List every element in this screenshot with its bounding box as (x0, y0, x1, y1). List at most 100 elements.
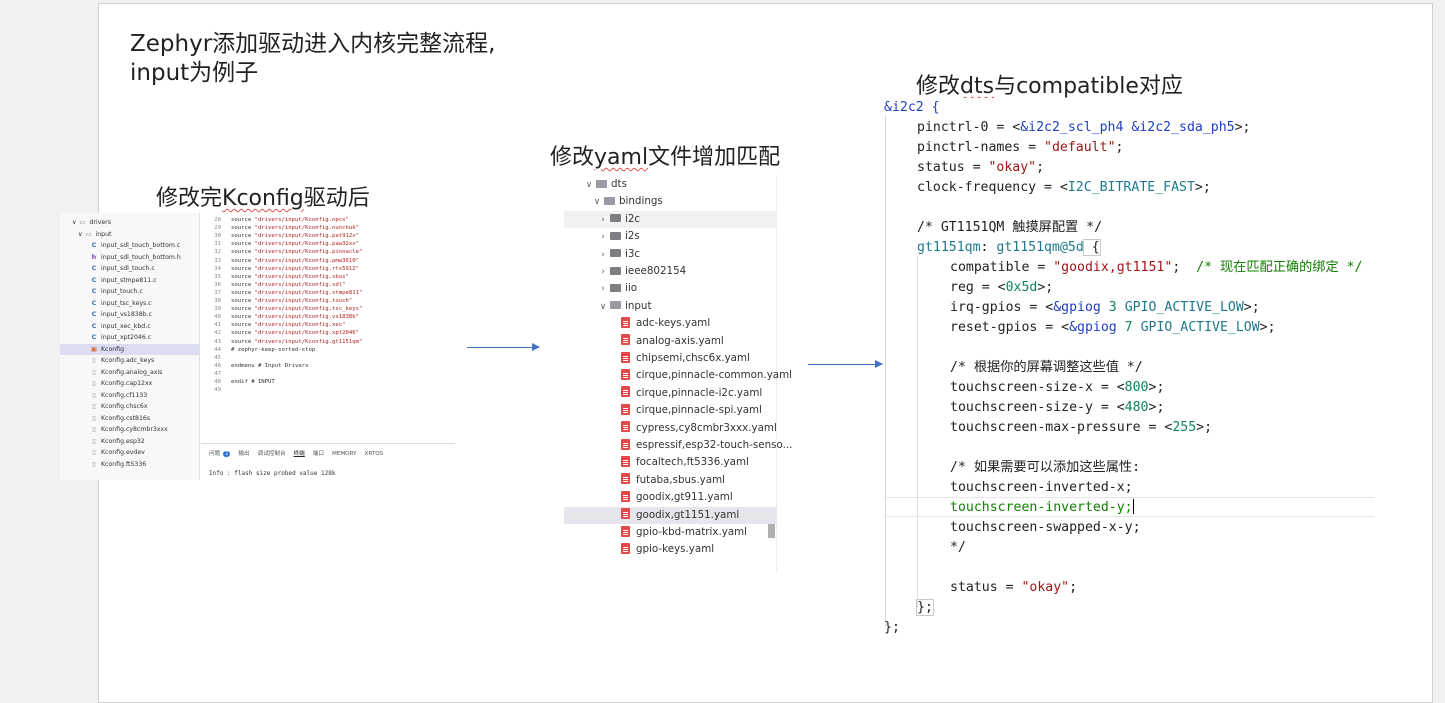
folder-item[interactable]: › i2c (564, 210, 777, 229)
tree-file[interactable]: ▯Kconfig.cst816s (60, 413, 200, 425)
chevron-down-icon[interactable]: ∨ (72, 219, 79, 226)
yaml-file-item[interactable]: futaba,sbus.yaml (564, 472, 777, 489)
yaml-file-item[interactable]: goodix,gt911.yaml (564, 489, 777, 506)
tree-item-label: Kconfig.cy8cmbr3xxx (101, 426, 168, 433)
folder-icon: ▭ (85, 229, 92, 238)
code-line: reset-gpios = <&gpiog 7 GPIO_ACTIVE_LOW>… (950, 318, 1276, 338)
panel-tab[interactable]: MEMORY (331, 451, 357, 457)
yaml-file-item[interactable]: cypress,cy8cmbr3xxx.yaml (564, 420, 777, 437)
folder-item[interactable]: ›i2s (564, 228, 777, 245)
tree-file[interactable]: ▯Kconfig.chsc6x (60, 401, 200, 413)
tree-file[interactable]: ▯Kconfig.analog_axis (60, 367, 200, 379)
chevron-down-icon[interactable]: ∨ (599, 301, 607, 312)
folder-item[interactable]: ›i3c (564, 246, 777, 263)
panel-tab[interactable]: XRTOS (364, 451, 384, 457)
yaml-file-item[interactable]: gpio-keys.yaml (564, 541, 777, 558)
chevron-right-icon[interactable]: › (601, 232, 605, 243)
tree-scrollbar[interactable] (768, 514, 775, 538)
yaml-file-item[interactable]: analog-axis.yaml (564, 333, 777, 350)
code-line: source "drivers/input/Kconfig.npcx" (231, 216, 349, 224)
tree-folder[interactable]: ∨ ▭input (60, 229, 200, 241)
code-keyword: source (231, 225, 255, 232)
folder-item[interactable]: ›ieee802154 (564, 263, 777, 280)
folder-icon (610, 214, 621, 223)
code-line: source "drivers/input/Kconfig.sdl" (231, 281, 346, 289)
panel-tab[interactable]: 问题 (209, 451, 221, 457)
yaml-file-item[interactable]: cirque,pinnacle-spi.yaml (564, 402, 777, 419)
chevron-down-icon[interactable]: ∨ (78, 230, 85, 238)
tree-file[interactable]: ▯Kconfig.adc_keys (60, 355, 200, 367)
arrow-2 (808, 360, 883, 368)
code-token: "okay" (988, 160, 1037, 175)
file-icon: ▯ (92, 367, 96, 376)
folder-item[interactable]: ∨ dts (564, 176, 777, 193)
tree-item-label: i2c (625, 212, 641, 225)
folder-item[interactable]: ∨ bindings (564, 193, 777, 210)
chevron-right-icon[interactable]: › (601, 267, 605, 277)
tree-item-label: input_sdl_touch_bottom.h (101, 253, 181, 261)
chevron-down-icon[interactable]: ∨ (593, 197, 601, 208)
tree-folder[interactable]: ∨ ▭drivers (60, 217, 200, 229)
code-string: "drivers/input/Kconfig.pmw3610" (254, 257, 359, 264)
tree-file[interactable]: ▯Kconfig.ft5336 (60, 459, 200, 471)
tree-file[interactable]: ▯Kconfig.cy8cmbr3xxx (60, 424, 200, 436)
tree-file[interactable]: ▯Kconfig.esp32 (60, 436, 200, 448)
terminal-output: Info : flash size probed value 128k (209, 470, 336, 477)
code-comment: touchscreen-inverted-y; (950, 500, 1133, 515)
yaml-file-item[interactable]: focaltech,ft5336.yaml (564, 454, 777, 471)
chevron-right-icon[interactable]: › (601, 214, 605, 225)
line-number: 41 (214, 322, 221, 329)
yaml-file-item[interactable]: chipsemi,chsc6x.yaml (564, 350, 777, 367)
code-string: "drivers/input/Kconfig.vs1838b" (254, 314, 359, 321)
panel-tab[interactable]: 终端 (293, 451, 305, 457)
folder-item[interactable]: ∨input (564, 298, 777, 315)
tree-item-label: dts (611, 178, 627, 190)
tree-file[interactable]: ▯Kconfig.evdev (60, 447, 200, 459)
code-line: reg = <0x5d>; (950, 278, 1053, 298)
tree-item-label: input_sdl_touch.c (101, 265, 155, 272)
yaml-file-icon (621, 334, 630, 346)
folder-icon (610, 283, 621, 292)
code-line: source "drivers/input/Kconfig.touch" (231, 297, 352, 305)
code-token: 0x5d (1005, 280, 1038, 295)
tree-file[interactable]: ▣Kconfig (60, 343, 200, 355)
code-token: >; (1194, 180, 1211, 195)
panel-tab[interactable]: 端口 (312, 451, 324, 457)
tree-file[interactable]: ▯Kconfig.cf1133 (60, 390, 200, 402)
code-token: ; (1115, 140, 1124, 155)
code-line: source "drivers/input/Kconfig.nunchuk" (231, 224, 359, 232)
code-token: touchscreen-size-y = < (950, 400, 1125, 415)
yaml-file-item[interactable]: gpio-kbd-matrix.yaml (564, 524, 777, 541)
code-token: status = (950, 580, 1022, 595)
panel-tab[interactable]: 输出 (238, 451, 250, 457)
yaml-file-item[interactable]: adc-keys.yaml (564, 315, 777, 332)
folder-item[interactable]: ›iio (564, 280, 777, 297)
chevron-right-icon[interactable]: › (601, 249, 605, 260)
line-number: 48 (214, 379, 221, 385)
yaml-file-item[interactable]: espressif,esp32-touch-senso... (564, 437, 792, 454)
tree-item-label: Kconfig.chsc6x (101, 403, 148, 410)
yaml-file-item[interactable]: cirque,pinnacle-common.yaml (564, 367, 792, 384)
yaml-file-item[interactable]: goodix,gt1151.yaml (564, 506, 777, 524)
file-icon: ▯ (92, 436, 96, 445)
code-comment: /* 现在匹配正确的绑定 */ (1196, 260, 1363, 275)
code-keyword: source (231, 273, 255, 280)
code-keyword: source (231, 306, 255, 313)
tree-file[interactable]: ▯Kconfig.cap12xx (60, 378, 200, 390)
panel-tab[interactable]: 调试控制台 (257, 451, 286, 457)
chevron-down-icon[interactable]: ∨ (585, 180, 593, 190)
code-token: 255 (1172, 420, 1197, 435)
tree-item-label: bindings (619, 195, 663, 208)
yaml-file-item[interactable]: cirque,pinnacle-i2c.yaml (564, 385, 777, 402)
chevron-right-icon[interactable]: › (601, 284, 605, 295)
